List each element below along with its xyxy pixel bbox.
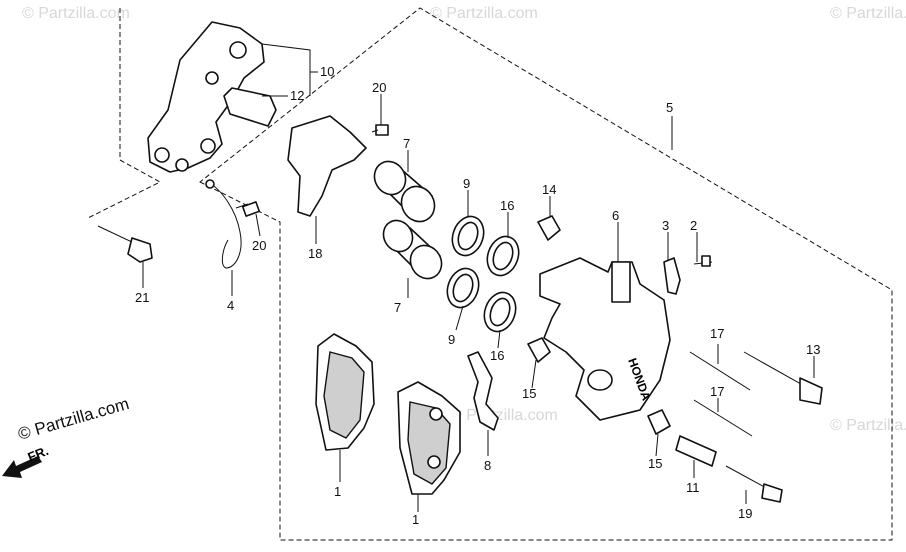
callout-label: 9 [463, 176, 470, 191]
watermark-text: © Partzilla.com [22, 5, 130, 22]
pin-sleeve-11 [675, 435, 717, 467]
brake-hose-clip-eye [205, 179, 215, 189]
assembly-outline [87, 7, 893, 541]
callout-label: 11 [686, 480, 700, 495]
pin-bolt-19 [725, 465, 783, 503]
callout-label: 20 [252, 238, 266, 253]
caliper-piston-lower [382, 219, 443, 280]
callout-label: 16 [490, 348, 504, 363]
watermark-text: © Partzilla.com [830, 5, 906, 22]
callout-label: 4 [227, 298, 234, 313]
slide-pin-17-upper [689, 351, 751, 391]
bolt-20-lower [235, 201, 261, 217]
callout-label: 8 [484, 458, 491, 473]
pad-shim [287, 115, 367, 217]
callout-label: 6 [612, 208, 619, 223]
brake-pad-1-rear [315, 333, 375, 451]
bleeder-cap-3 [663, 257, 681, 295]
callout-label: 20 [372, 80, 386, 95]
slide-pin-17-lower [693, 399, 753, 437]
mounting-bolt-21 [97, 225, 153, 263]
callout-label: 21 [135, 290, 149, 305]
brake-pad-1-front [397, 381, 461, 495]
pin-boot-15-upper [527, 337, 551, 363]
callout-label: 18 [308, 246, 322, 261]
bolt-20-upper [371, 124, 389, 136]
partzilla-brand: © Partzilla.com [16, 394, 131, 444]
callout-label: 16 [500, 198, 514, 213]
arrow-left-icon [2, 456, 42, 478]
watermark-text: © Partzilla.com [450, 407, 558, 424]
piston-seals [446, 215, 520, 333]
callout-label: 17 [710, 326, 724, 341]
callout-label: 9 [448, 332, 455, 347]
callout-label: 13 [806, 342, 820, 357]
main-pin-13 [743, 351, 823, 405]
front-direction-marker: FR. [2, 443, 51, 478]
callout-label: 1 [412, 512, 419, 527]
callout-label: 7 [394, 300, 401, 315]
bracket-plate [223, 87, 277, 127]
callout-label: 14 [542, 182, 556, 197]
bleeder-valve-2 [693, 255, 713, 267]
callout-label: 17 [710, 384, 724, 399]
callout-label: 2 [690, 218, 697, 233]
callout-label: 5 [666, 100, 673, 115]
caliper-piston-upper [373, 160, 436, 223]
callout-label: 19 [738, 506, 752, 521]
brake-hose-clip [207, 181, 242, 269]
callout-label: 15 [522, 386, 536, 401]
callout-label: 3 [662, 218, 669, 233]
callout-label: 15 [648, 456, 662, 471]
pin-boot-14 [537, 215, 561, 241]
pin-boot-15-lower [647, 409, 671, 435]
watermark-text: © Partzilla.com [830, 417, 906, 434]
callout-label: 10 [320, 64, 334, 79]
leader-lines [142, 43, 815, 512]
pad-retainer [467, 351, 499, 431]
callout-labels: 1 1 2 3 4 5 6 7 7 8 9 9 10 11 12 13 14 1… [135, 64, 820, 527]
callout-label: 7 [403, 136, 410, 151]
callout-label: 1 [334, 484, 341, 499]
direction-label: FR. [26, 443, 51, 465]
caliper-body: HONDA [539, 257, 671, 421]
callout-label: 12 [290, 88, 304, 103]
watermark-text: © Partzilla.com [430, 5, 538, 22]
